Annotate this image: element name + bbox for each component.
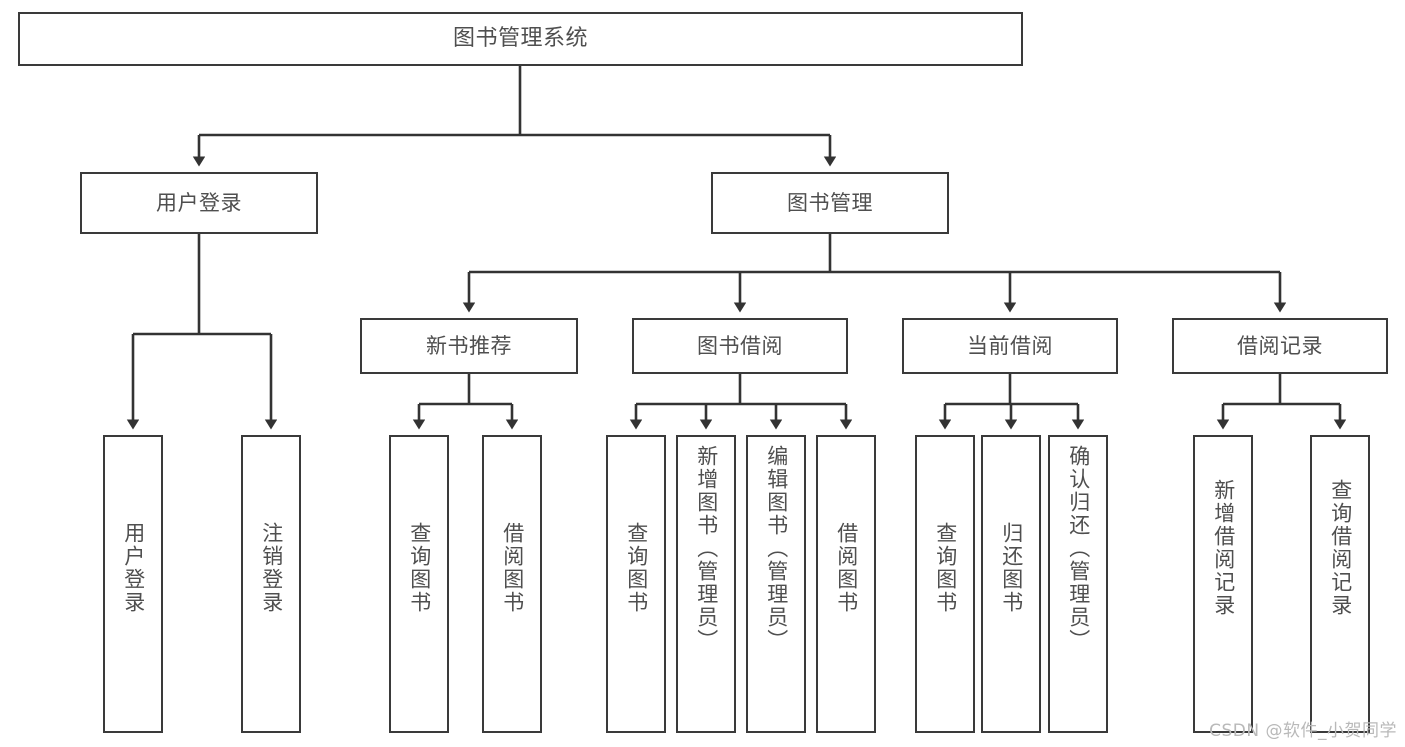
- leaf-query-book-borrow[interactable]: 查询图书: [606, 435, 666, 733]
- node-label: 新增图书（管理员）: [694, 445, 719, 652]
- node-label: 借阅图书: [834, 522, 859, 614]
- node-label: 新书推荐: [426, 333, 512, 358]
- node-label: 图书管理: [787, 190, 873, 215]
- node-current-borrow[interactable]: 当前借阅: [902, 318, 1118, 374]
- leaf-user-login[interactable]: 用户登录: [103, 435, 163, 733]
- node-label: 确认归还（管理员）: [1066, 445, 1091, 652]
- node-label: 查询图书: [933, 522, 958, 614]
- node-user-login[interactable]: 用户登录: [80, 172, 318, 234]
- node-label: 归还图书: [999, 522, 1024, 614]
- node-label: 查询图书: [624, 522, 649, 614]
- node-new-book-recommend[interactable]: 新书推荐: [360, 318, 578, 374]
- node-label: 新增借阅记录: [1211, 479, 1236, 617]
- node-label: 借阅记录: [1237, 333, 1323, 358]
- leaf-user-logout[interactable]: 注销登录: [241, 435, 301, 733]
- node-label: 用户登录: [121, 522, 146, 614]
- leaf-add-book[interactable]: 新增图书（管理员）: [676, 435, 736, 733]
- node-label: 图书借阅: [697, 333, 783, 358]
- node-label: 当前借阅: [967, 333, 1053, 358]
- leaf-borrow-book-recommend[interactable]: 借阅图书: [482, 435, 542, 733]
- csdn-watermark: CSDN @软件_小贺同学: [1209, 721, 1397, 741]
- node-borrow-record[interactable]: 借阅记录: [1172, 318, 1388, 374]
- node-book-management-system[interactable]: 图书管理系统: [18, 12, 1023, 66]
- leaf-edit-book[interactable]: 编辑图书（管理员）: [746, 435, 806, 733]
- node-book-management[interactable]: 图书管理: [711, 172, 949, 234]
- leaf-return-book[interactable]: 归还图书: [981, 435, 1041, 733]
- leaf-query-book-recommend[interactable]: 查询图书: [389, 435, 449, 733]
- leaf-add-borrow-record[interactable]: 新增借阅记录: [1193, 435, 1253, 733]
- node-label: 查询借阅记录: [1328, 479, 1353, 617]
- node-book-borrow[interactable]: 图书借阅: [632, 318, 848, 374]
- leaf-query-borrow-record[interactable]: 查询借阅记录: [1310, 435, 1370, 733]
- node-label: 注销登录: [259, 522, 284, 614]
- node-label: 借阅图书: [500, 522, 525, 614]
- leaf-query-book-current[interactable]: 查询图书: [915, 435, 975, 733]
- node-label: 图书管理系统: [452, 26, 588, 51]
- node-label: 编辑图书（管理员）: [764, 445, 789, 652]
- node-label: 用户登录: [156, 190, 242, 215]
- leaf-confirm-return[interactable]: 确认归还（管理员）: [1048, 435, 1108, 733]
- node-label: 查询图书: [407, 522, 432, 614]
- leaf-borrow-book-borrow[interactable]: 借阅图书: [816, 435, 876, 733]
